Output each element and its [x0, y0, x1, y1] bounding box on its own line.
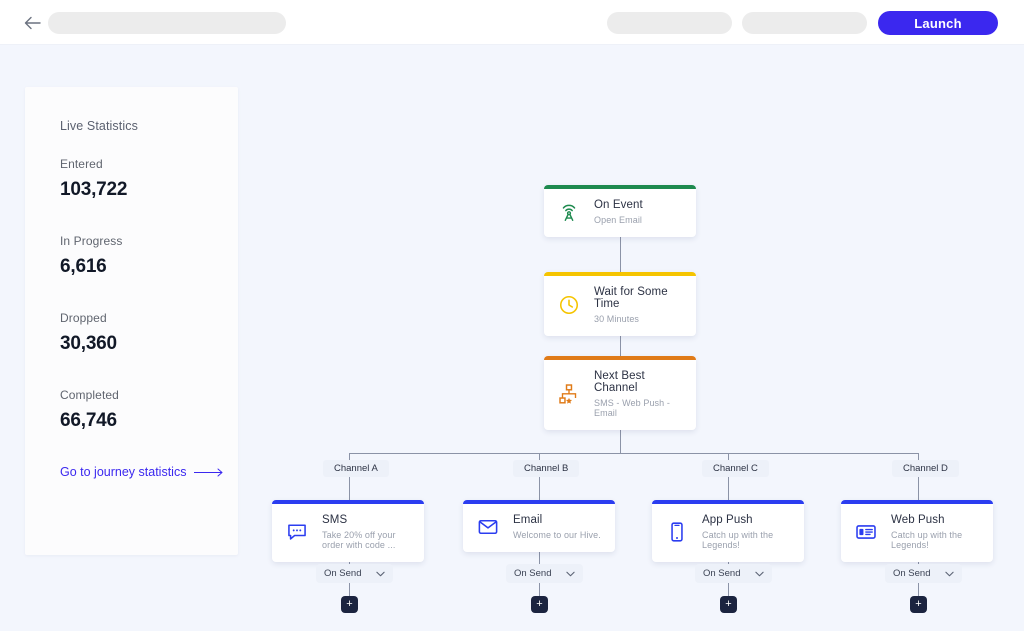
on-send-label: On Send — [324, 568, 362, 579]
back-arrow-icon[interactable] — [22, 13, 42, 33]
browser-window-icon — [853, 519, 879, 545]
hierarchy-star-icon — [556, 381, 582, 407]
node-title: App Push — [702, 514, 753, 526]
node-accent-bar — [652, 500, 804, 504]
node-app-push[interactable]: App Push Catch up with the Legends! — [652, 500, 804, 562]
node-subtitle: Take 20% off your order with code ... — [322, 530, 396, 550]
connector-wait-to-nbc — [620, 319, 621, 356]
add-step-button-a[interactable]: + — [341, 596, 358, 613]
node-title: Web Push — [891, 514, 945, 526]
journey-title-placeholder — [48, 12, 286, 34]
chevron-down-icon — [944, 571, 954, 577]
envelope-icon — [475, 514, 501, 540]
node-subtitle: Catch up with the Legends! — [891, 530, 963, 550]
add-step-button-d[interactable]: + — [910, 596, 927, 613]
node-title: SMS — [322, 514, 348, 526]
broadcast-icon — [556, 199, 582, 225]
node-title: On Event — [594, 199, 643, 211]
channel-pill-b[interactable]: Channel B — [513, 460, 580, 477]
connector-nbc-to-split — [620, 408, 621, 453]
on-send-dropdown-d[interactable]: On Send — [885, 564, 962, 583]
stat-value: 66,746 — [60, 410, 117, 431]
node-subtitle: Catch up with the Legends! — [702, 530, 774, 550]
toolbar-placeholder-2 — [742, 12, 867, 34]
stat-label: Completed — [60, 388, 119, 402]
on-send-dropdown-a[interactable]: On Send — [316, 564, 393, 583]
stat-label: Dropped — [60, 311, 107, 325]
top-bar: Launch — [0, 0, 1024, 45]
chevron-down-icon — [754, 571, 764, 577]
node-subtitle: Welcome to our Hive. — [513, 530, 601, 540]
stat-dropped: Dropped 30,360 — [60, 311, 117, 355]
connector-onsend-a-to-add — [349, 583, 350, 596]
connector-channel-a-to-card — [349, 477, 350, 500]
stat-value: 6,616 — [60, 256, 107, 277]
add-step-button-b[interactable]: + — [531, 596, 548, 613]
connector-split-bar — [349, 453, 919, 454]
node-next-best-channel[interactable]: Next Best Channel SMS - Web Push - Email — [544, 356, 696, 430]
panel-title: Live Statistics — [60, 119, 138, 133]
link-label: Go to journey statistics — [60, 465, 187, 479]
channel-pill-c[interactable]: Channel C — [702, 460, 769, 477]
stat-value: 30,360 — [60, 333, 117, 354]
live-statistics-panel: Live Statistics Entered 103,722 In Progr… — [25, 87, 238, 555]
node-accent-bar — [544, 272, 696, 276]
connector-card-b-to-onsend — [539, 549, 540, 564]
node-email[interactable]: Email Welcome to our Hive. — [463, 500, 615, 552]
node-subtitle: Open Email — [594, 215, 643, 225]
node-subtitle: 30 Minutes — [594, 314, 640, 324]
launch-button[interactable]: Launch — [878, 11, 998, 35]
connector-onsend-d-to-add — [918, 583, 919, 596]
connector-onsend-c-to-add — [728, 583, 729, 596]
connector-split-to-channel-b — [539, 453, 540, 460]
chevron-down-icon — [565, 571, 575, 577]
stat-label: In Progress — [60, 234, 123, 248]
clock-icon — [556, 292, 582, 318]
node-on-event[interactable]: On Event Open Email — [544, 185, 696, 237]
node-accent-bar — [544, 356, 696, 360]
chevron-down-icon — [375, 571, 385, 577]
sms-bubble-icon — [284, 519, 310, 545]
stat-completed: Completed 66,746 — [60, 388, 119, 432]
stat-label: Entered — [60, 157, 103, 171]
on-send-label: On Send — [703, 568, 741, 579]
connector-event-to-wait — [620, 235, 621, 272]
connector-split-to-channel-a — [349, 453, 350, 460]
connector-channel-b-to-card — [539, 477, 540, 500]
on-send-dropdown-b[interactable]: On Send — [506, 564, 583, 583]
stat-value: 103,722 — [60, 179, 128, 200]
connector-channel-d-to-card — [918, 477, 919, 500]
stat-entered: Entered 103,722 — [60, 157, 127, 201]
connector-channel-c-to-card — [728, 477, 729, 500]
node-accent-bar — [841, 500, 993, 504]
on-send-dropdown-c[interactable]: On Send — [695, 564, 772, 583]
node-accent-bar — [272, 500, 424, 504]
on-send-label: On Send — [893, 568, 931, 579]
node-wait-for-some-time[interactable]: Wait for Some Time 30 Minutes — [544, 272, 696, 336]
node-subtitle: SMS - Web Push - Email — [594, 398, 670, 418]
connector-onsend-b-to-add — [539, 583, 540, 596]
connector-split-to-channel-d — [918, 453, 919, 460]
node-sms[interactable]: SMS Take 20% off your order with code ..… — [272, 500, 424, 562]
go-to-journey-statistics-link[interactable]: Go to journey statistics — [60, 465, 224, 479]
node-title: Wait for Some Time — [594, 286, 668, 310]
on-send-label: On Send — [514, 568, 552, 579]
add-step-button-c[interactable]: + — [720, 596, 737, 613]
stat-in-progress: In Progress 6,616 — [60, 234, 122, 278]
channel-pill-a[interactable]: Channel A — [323, 460, 389, 477]
connector-split-to-channel-c — [728, 453, 729, 460]
channel-pill-d[interactable]: Channel D — [892, 460, 959, 477]
node-accent-bar — [544, 185, 696, 189]
toolbar-placeholder-1 — [607, 12, 732, 34]
arrow-right-icon — [194, 468, 224, 477]
node-title: Email — [513, 514, 543, 526]
node-web-push[interactable]: Web Push Catch up with the Legends! — [841, 500, 993, 562]
mobile-phone-icon — [664, 519, 690, 545]
node-title: Next Best Channel — [594, 370, 645, 394]
node-accent-bar — [463, 500, 615, 504]
journey-canvas[interactable]: Live Statistics Entered 103,722 In Progr… — [0, 45, 1024, 631]
